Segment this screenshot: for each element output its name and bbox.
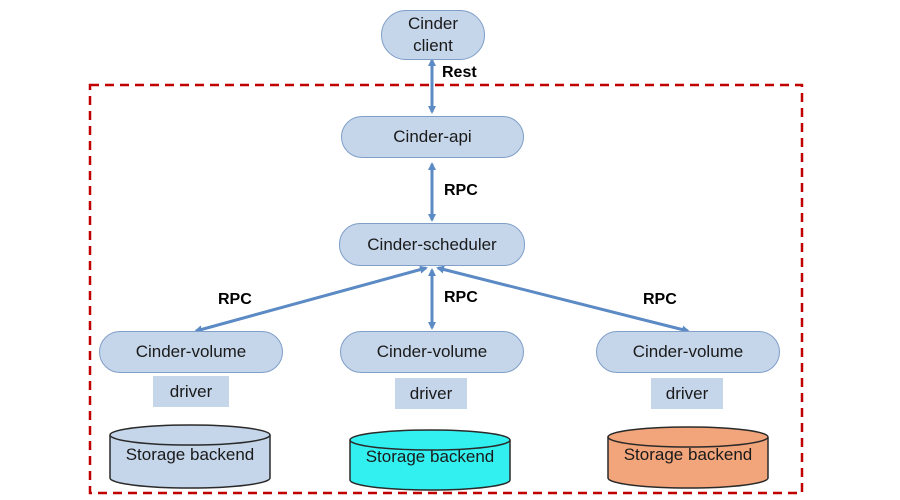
cinder-client-node: Cinder client [381,10,485,60]
driver-right: driver [651,378,723,409]
storage-backend-label-right: Storage backend [623,445,753,464]
edge-scheduler-volume-right [436,265,690,334]
storage-backend-right [607,426,769,489]
service-boundary [88,83,804,495]
cinder-volume-node-left: Cinder-volume [99,331,283,373]
edge-label-rest: Rest [442,64,477,81]
cinder-volume-node-right: Cinder-volume [596,331,780,373]
storage-backend-label-left: Storage backend [125,445,255,464]
edge-label-rpc-api-scheduler: RPC [444,182,478,199]
cinder-volume-node-center: Cinder-volume [340,331,524,373]
storage-backend-left [109,424,271,489]
edge-label-rpc-left: RPC [218,291,252,308]
storage-backend-label-center: Storage backend [365,447,495,466]
cinder-scheduler-node: Cinder-scheduler [339,223,525,266]
storage-backend-center [349,429,511,491]
driver-center: driver [395,378,467,409]
edge-scheduler-volume-left [194,265,428,334]
edge-label-rpc-center: RPC [444,289,478,306]
cinder-api-node: Cinder-api [341,116,524,158]
driver-left: driver [153,376,229,407]
edge-label-rpc-right: RPC [643,291,677,308]
